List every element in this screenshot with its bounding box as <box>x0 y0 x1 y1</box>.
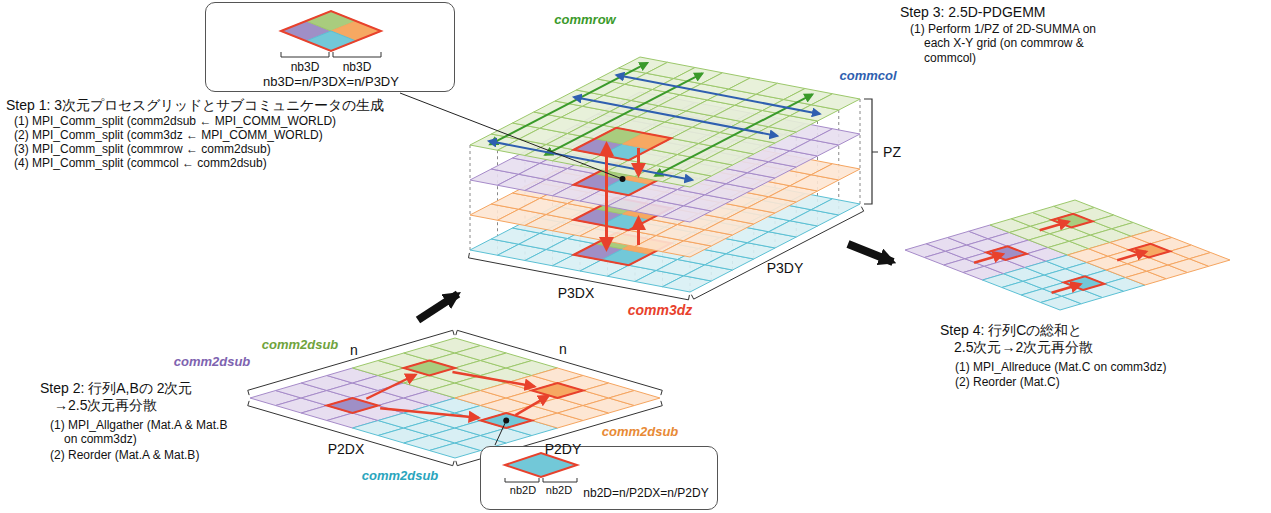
redistribute-arrow <box>515 396 548 415</box>
matrix-grid <box>811 164 860 180</box>
block-cell <box>306 31 356 51</box>
step-heading: Step 3: 2.5D-PDGEMM <box>900 4 1046 21</box>
commcol-arrow <box>616 75 820 114</box>
step-item: (1) MPI_Comm_split (comm2dsub ← MPI_COMM… <box>14 114 336 128</box>
leader-line <box>620 176 626 182</box>
commrow-arrow <box>655 94 812 175</box>
communicator-name: comm3dz <box>628 302 693 319</box>
grid-2d-result <box>905 200 1230 310</box>
matrix-grid <box>250 338 660 458</box>
dimension-label: n <box>350 342 358 359</box>
grid-3d <box>468 57 878 300</box>
matrix-grid <box>470 92 860 222</box>
comm3dz-arrow <box>605 144 608 249</box>
redistribute-arrow <box>366 375 415 399</box>
step-heading: Step 2: 行列A,Bの 2次元→2.5次元再分散 <box>40 380 210 414</box>
commcol-arrow <box>574 97 778 136</box>
communicator-name: comm2dsub <box>602 424 679 440</box>
size-label: nb3D <box>343 60 372 74</box>
communicator-name: commrow <box>554 12 615 28</box>
dimension-label: PZ <box>883 144 901 161</box>
leader-line <box>400 93 626 445</box>
highlight-cell <box>986 214 1170 290</box>
reorder-arrow <box>1040 222 1069 231</box>
communicator-name: comm2dsub <box>262 337 339 353</box>
step-arrow <box>418 294 458 320</box>
highlight-cell <box>327 398 378 413</box>
size-label: nb3D <box>291 60 320 74</box>
highlight-cell <box>532 383 583 398</box>
step-arrow <box>848 244 893 262</box>
matrix-grid <box>811 199 860 215</box>
leader-line <box>503 418 509 424</box>
comm3dz-arrow <box>637 148 640 175</box>
highlight-cell <box>481 413 532 428</box>
commrow-arrow <box>545 73 702 154</box>
step-item: (2) MPI_Comm_split (comm3dz ← MPI_COMM_W… <box>14 128 323 142</box>
highlight-cell <box>404 361 455 376</box>
dimension-bracket <box>456 330 662 395</box>
matrix-grid <box>905 200 1230 310</box>
step-heading: Step 4: 行列Cの総和と 2.5次元→2次元再分散 <box>940 322 1115 356</box>
reorder-arrow <box>974 254 1003 262</box>
size-label: nb2D <box>546 484 572 497</box>
inset-callout: nb2D nb2D nb2D=n/P2DX=n/P2DY <box>480 446 718 510</box>
dimension-label: P3DX <box>558 285 595 302</box>
inset-callout: nb3D nb3Dnb3D=n/P3DX=n/P3DY <box>205 2 455 92</box>
leader-line <box>495 421 506 446</box>
matrix-grid <box>470 57 860 187</box>
size-label: nb2D <box>510 484 536 497</box>
dimension-label: P3DY <box>767 260 804 277</box>
leader-line <box>400 93 623 179</box>
communicator-name: commcol <box>839 68 896 84</box>
size-label: nb3D=n/P3DX=n/P3DY <box>263 74 399 90</box>
layer-guide <box>860 99 861 204</box>
dimension-label: P2DY <box>545 441 582 458</box>
highlight-cell <box>327 361 583 429</box>
step-item: (2) Reorder (Mat.A & Mat.B) <box>50 448 199 462</box>
layer-guide <box>470 99 860 292</box>
reorder-arrow <box>1117 252 1146 260</box>
matrix-grid <box>1189 253 1230 267</box>
redistribute-arrow <box>380 408 478 418</box>
dimension-bracket <box>691 207 863 299</box>
step-heading: Step 1: 3次元プロセスグリッドとサブコミュニケータの生成 <box>6 97 384 114</box>
matrix-grid <box>470 162 860 292</box>
step-item: (1) MPI_Allgather (Mat.A & Mat.B on comm… <box>50 418 235 447</box>
size-label: nb2D=n/P2DX=n/P2DY <box>583 486 708 500</box>
step-item: (1) MPI_Allreduce (Mat.C on comm3dz) <box>955 360 1166 374</box>
comm3dz-arrow <box>637 218 640 245</box>
layer-guide <box>470 145 471 250</box>
matrix-grid <box>811 94 860 110</box>
commrow-arrow <box>490 63 647 144</box>
dimension-label: n <box>559 341 567 358</box>
matrix-grid <box>470 127 860 257</box>
step-item: (4) MPI_Comm_split (commcol ← comm2dsub) <box>14 156 267 170</box>
commcol-arrow <box>489 141 693 180</box>
size-bracket <box>505 478 577 482</box>
step-item: (2) Reorder (Mat.C) <box>955 375 1060 389</box>
dimension-label: P2DX <box>328 441 365 458</box>
block-outline <box>281 11 381 51</box>
redistribute-arrow <box>452 372 534 386</box>
pz-bracket <box>864 99 878 204</box>
communicator-name: comm2dsub <box>174 354 251 370</box>
dimension-bracket <box>248 330 454 395</box>
step-item: (1) Perform 1/PZ of 2D-SUMMA on each X-Y… <box>910 22 1105 65</box>
size-bracket <box>281 52 381 57</box>
dimension-bracket <box>248 401 454 466</box>
matrix-grid <box>811 129 860 145</box>
reorder-arrow <box>1052 284 1081 293</box>
layer-guide <box>838 110 839 215</box>
step-item: (3) MPI_Comm_split (commrow ← comm2dsub) <box>14 142 271 156</box>
matrix-grid <box>609 391 660 406</box>
communicator-name: comm2dsub <box>362 468 439 484</box>
